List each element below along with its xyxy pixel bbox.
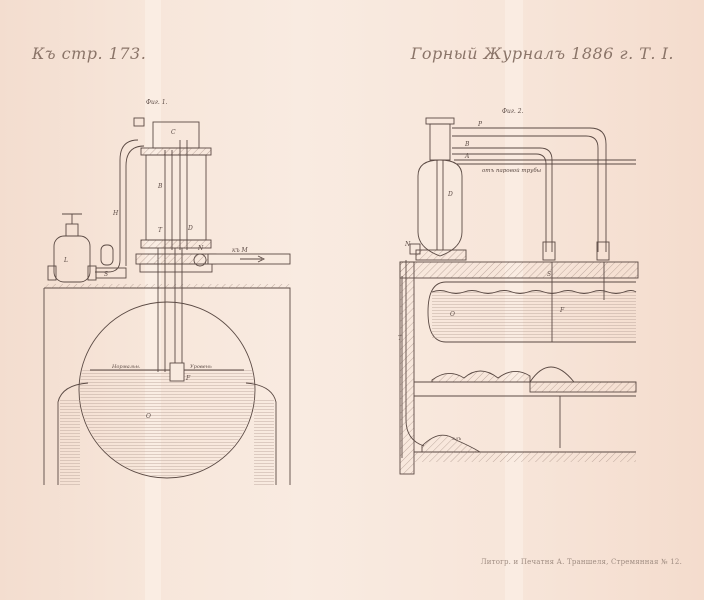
fig2-label-steam-pipe: отъ паровой трубы	[482, 167, 542, 174]
fig2-label-N: N	[404, 241, 411, 248]
fig1-boiler-shell	[78, 301, 256, 479]
fig2-valve-S	[542, 241, 556, 261]
fig1-masonry-top	[44, 284, 290, 288]
figure-1-labels: C B T D H L S N къ M Нормальн. Уровень O…	[63, 129, 248, 420]
fig1-label-B: B	[157, 183, 163, 190]
figure-1-caption: Фиг. 1.	[146, 99, 168, 106]
fig2-fire	[431, 370, 531, 383]
fig1-label-S: S	[104, 271, 108, 278]
fig2-label-S: S	[547, 271, 551, 278]
fig1-flue-left	[57, 382, 89, 485]
fig1-boiler-water	[80, 370, 254, 477]
fig2-label-P: P	[477, 121, 483, 128]
fig2-valve-N	[409, 243, 421, 255]
fig1-valve-N	[193, 253, 207, 267]
fig2-boiler-shell	[427, 281, 636, 343]
fig2-regulator-vessel	[417, 159, 463, 257]
fig2-label-O: O	[450, 311, 455, 318]
fig2-pipe-P	[452, 127, 607, 252]
fig1-return-pipe	[95, 139, 139, 273]
fig2-valve-A	[596, 241, 610, 261]
fig1-label-H: H	[112, 210, 119, 217]
figure-2: Фиг. 2.	[399, 108, 639, 475]
fig2-label-ash: злъ	[452, 436, 462, 442]
fig1-label-L: L	[63, 257, 68, 264]
printer-imprint: Литогр. и Печатня А. Траншеля, Стремянна…	[480, 558, 682, 566]
fig1-regulator-cap	[152, 121, 200, 149]
fig1-flue-right	[245, 382, 277, 485]
fig2-label-T: T	[398, 335, 403, 342]
fig1-label-C: C	[171, 129, 176, 136]
fig2-boiler-top-band	[399, 261, 639, 279]
fig2-regulator-base	[415, 249, 467, 261]
figure-1: Фиг. 1.	[43, 99, 291, 485]
fig2-ash-pile	[421, 434, 482, 453]
fig1-label-N: N	[197, 245, 204, 252]
fig1-valve-body-L	[53, 235, 91, 283]
fig2-label-B: B	[464, 141, 470, 148]
fig2-boiler-water	[432, 292, 636, 340]
fig1-label-O: O	[146, 413, 151, 420]
figure-2-caption: Фиг. 2.	[502, 108, 524, 115]
fig1-label-F: F	[185, 375, 191, 382]
fig1-label-level-left: Нормальн.	[111, 364, 141, 370]
fig1-valve-S	[100, 244, 114, 266]
fig1-label-T: T	[158, 227, 163, 234]
fig1-label-level-right: Уровень	[190, 364, 212, 370]
fig2-label-D: D	[447, 191, 453, 198]
fig1-float	[169, 362, 185, 382]
fig2-label-F: F	[559, 307, 565, 314]
figure-2-labels: P B A отъ паровой трубы D N S T O F злъ	[398, 121, 565, 442]
fig2-label-A: A	[464, 153, 470, 160]
journal-title: Горный Журналъ 1886 г. Т. I.	[410, 44, 674, 63]
fig1-label-D: D	[187, 225, 193, 232]
fig1-regulator-vessel	[145, 154, 207, 241]
fig1-label-to-M: къ M	[232, 247, 248, 254]
plate-reference: Къ стр. 173.	[32, 44, 147, 63]
fig2-brick-wall	[399, 261, 415, 475]
